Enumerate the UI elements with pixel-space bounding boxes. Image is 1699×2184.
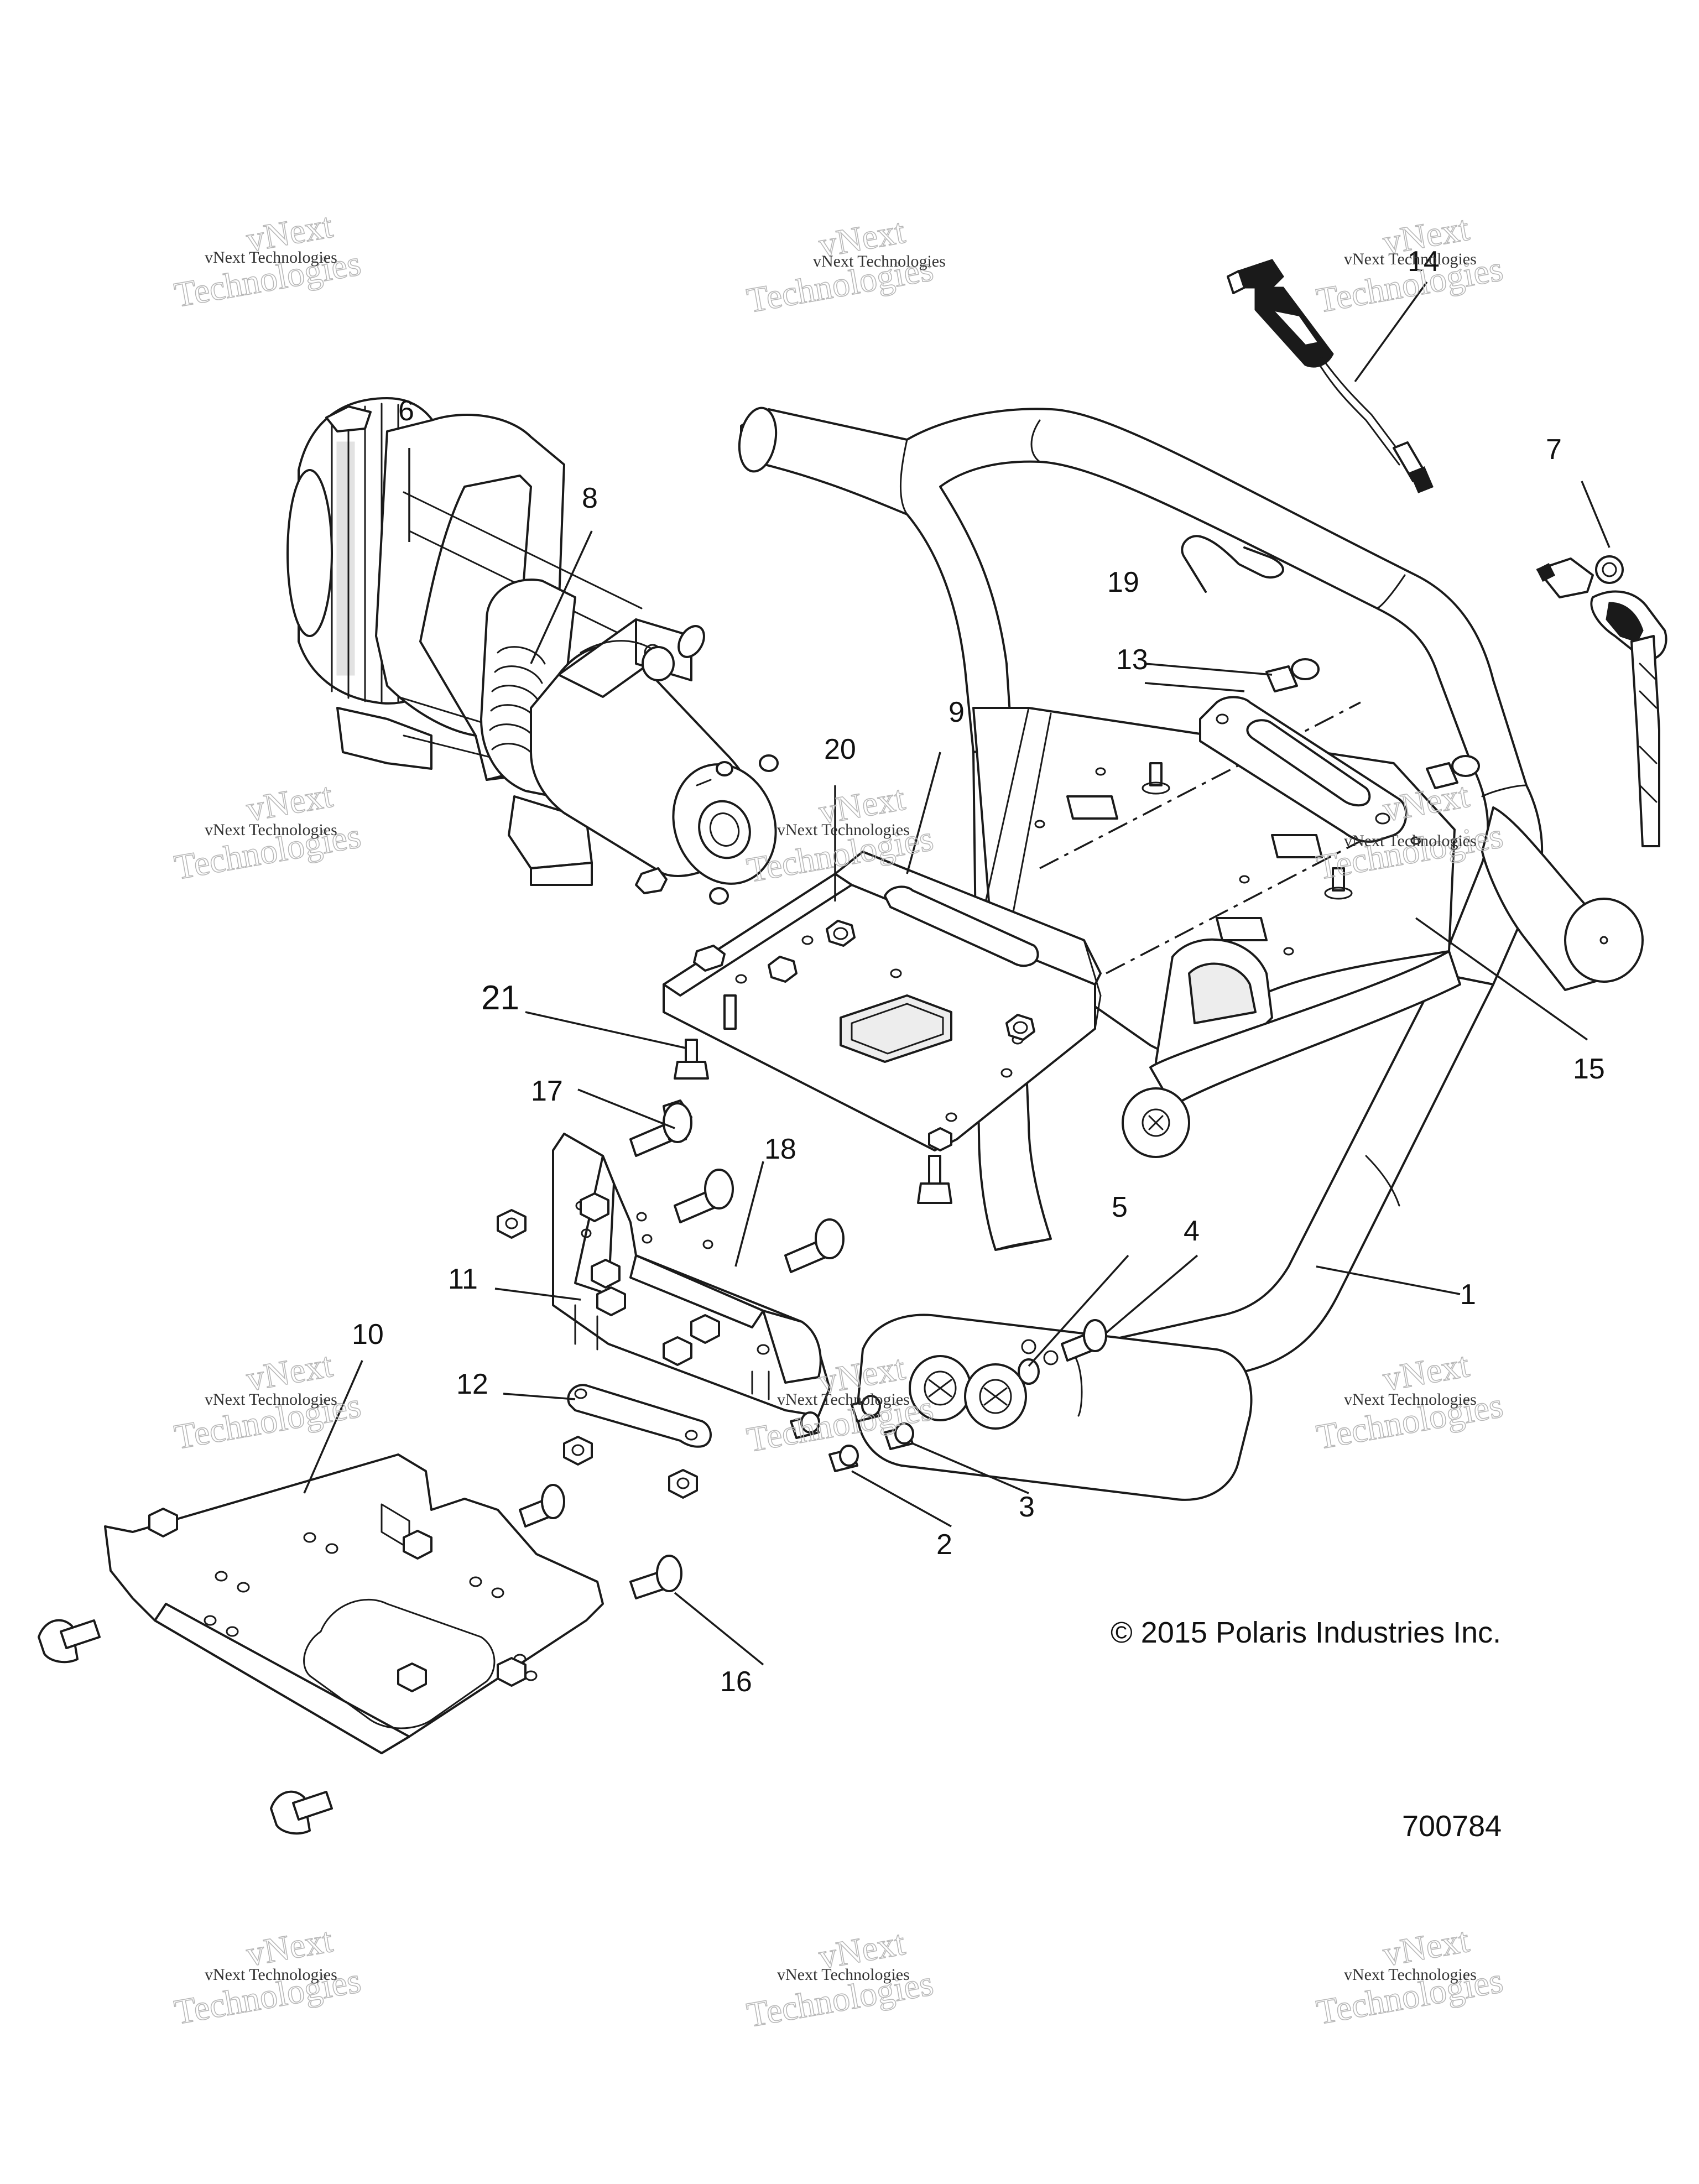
svg-text:vNext Technologies: vNext Technologies (205, 821, 337, 839)
loose-bolt-1 (519, 1484, 565, 1528)
callout-6: 6 (398, 395, 414, 427)
watermark-top-center: Technologies vNext vNext Technologies (743, 211, 946, 321)
winch-hook-strap (1536, 555, 1667, 847)
bolt-18a (674, 1169, 734, 1223)
washer-5 (1018, 1358, 1040, 1385)
callout-21: 21 (481, 979, 519, 1017)
washer-link (567, 1384, 712, 1448)
fairlead-centerline-lower (1106, 828, 1383, 974)
loose-nut-1 (563, 1436, 593, 1466)
bolt-18b (784, 1218, 845, 1273)
bushing-set (790, 1395, 914, 1472)
callout-2: 2 (936, 1529, 952, 1561)
callout-12: 12 (456, 1368, 488, 1400)
winch-assembly (286, 397, 779, 905)
hawse-fairlead (1199, 696, 1408, 843)
callout-1: 1 (1460, 1279, 1476, 1311)
callout-10: 10 (352, 1318, 384, 1351)
winch-mount-bracket (552, 1133, 831, 1417)
winch-switch (1227, 259, 1434, 493)
svg-text:vNext Technologies: vNext Technologies (1344, 1390, 1477, 1409)
bolt-21 (674, 1039, 709, 1080)
watermark-top-left: Technologies vNext vNext Technologies (171, 205, 364, 315)
watermark-lower-right: Technologies vNext vNext Technologies (1313, 1344, 1506, 1457)
svg-text:vNext Technologies: vNext Technologies (205, 248, 337, 267)
callout-17: 17 (531, 1075, 563, 1107)
watermark-bottom-center: Technologies vNext vNext Technologies (743, 1922, 936, 2035)
watermark-mid-left: Technologies vNext vNext Technologies (171, 775, 364, 888)
callout-16: 16 (720, 1666, 752, 1698)
carriage-bolt-left (38, 1619, 101, 1664)
svg-text:vNext Technologies: vNext Technologies (205, 1966, 337, 1984)
fairlead-bolt-upper (1265, 658, 1320, 692)
callout-3: 3 (1019, 1491, 1035, 1523)
callout-7: 7 (1546, 434, 1562, 466)
svg-text:vNext Technologies: vNext Technologies (205, 1390, 337, 1409)
svg-text:vNext Technologies: vNext Technologies (1344, 832, 1477, 850)
fairlead-bolt-right (1426, 755, 1480, 789)
bolt-16 (629, 1555, 682, 1599)
callout-8: 8 (582, 482, 598, 514)
watermark-top-right: Technologies vNext vNext Technologies (1313, 208, 1506, 321)
winch-mount-plate (663, 851, 1102, 1204)
fairlead-centerline (1039, 701, 1361, 869)
svg-text:vNext Technologies: vNext Technologies (777, 821, 910, 839)
copyright-notice: © 2015 Polaris Industries Inc. (1111, 1616, 1501, 1649)
callout-14: 14 (1408, 246, 1440, 278)
winch-drum-cable (489, 646, 546, 762)
carriage-bolt-bottom (270, 1790, 333, 1835)
callout-18: 18 (764, 1133, 796, 1165)
leader-lines (303, 281, 1611, 1666)
callout-20: 20 (824, 733, 856, 765)
svg-text:vNext Technologies: vNext Technologies (813, 252, 946, 270)
callout-13: 13 (1116, 644, 1148, 676)
drawing-number: 700784 (1402, 1810, 1502, 1843)
loose-nut-2 (668, 1469, 698, 1499)
svg-text:vNext Technologies: vNext Technologies (1344, 250, 1477, 268)
callout-9: 9 (948, 696, 965, 728)
watermark-bottom-right: Technologies vNext vNext Technologies (1313, 1920, 1506, 2032)
callout-15: 15 (1573, 1053, 1605, 1085)
svg-text:vNext Technologies: vNext Technologies (1344, 1966, 1477, 1984)
watermark-lower-left: Technologies vNext vNext Technologies (171, 1344, 364, 1457)
winch-skid-plate (104, 1453, 604, 1754)
bolt-17 (629, 1099, 692, 1157)
bolt-4 (1061, 1319, 1107, 1362)
svg-text:vNext Technologies: vNext Technologies (777, 1390, 910, 1409)
callout-19: 19 (1107, 566, 1139, 598)
svg-text:vNext Technologies: vNext Technologies (777, 1966, 910, 1984)
loose-nut-left (497, 1209, 527, 1239)
callout-4: 4 (1184, 1215, 1200, 1247)
callout-11: 11 (448, 1263, 478, 1295)
watermark-bottom-left: Technologies vNext vNext Technologies (171, 1920, 364, 2032)
callout-5: 5 (1112, 1191, 1128, 1223)
